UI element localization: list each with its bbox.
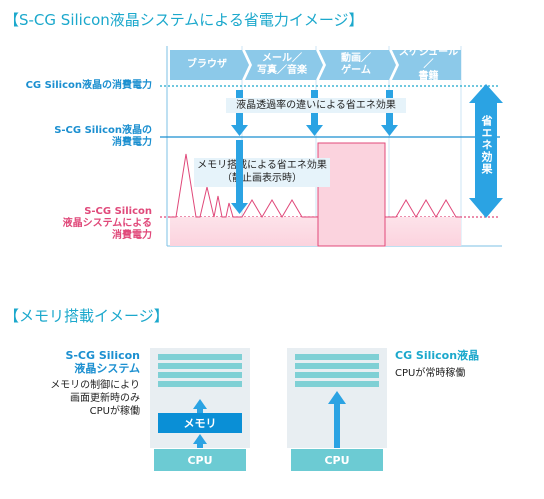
saving-arrow: [469, 84, 503, 218]
memory-block: メモリ: [158, 413, 242, 433]
label-scg-power: S-CG Silicon液晶の 消費電力: [54, 125, 152, 148]
category-browser: ブラウザ: [187, 59, 227, 70]
category-bg-mail: [245, 50, 323, 80]
right-title: CG Silicon液晶: [395, 349, 480, 362]
callout-memory-effect: メモリ搭載による省エネ効果 （静止画表示時）: [194, 158, 330, 187]
callout-lcd-effect: 液晶透過率の違いによる省エネ効果: [226, 98, 406, 113]
right-screen-panel: [287, 348, 387, 448]
category-schedule: スケジュール／ 書籍: [398, 47, 459, 82]
main-title: 【S-CG Silicon液晶システムによる省電力イメージ】: [4, 11, 364, 29]
right-cpu-block: CPU: [291, 449, 383, 471]
left-screen-panel: [150, 348, 250, 448]
category-mail: メール／ 写真／音楽: [257, 53, 307, 76]
label-cg-power: CG Silicon液晶の消費電力: [25, 80, 152, 91]
category-bg-schedule: [392, 50, 461, 80]
memory-left-text: S-CG Silicon 液晶システム メモリの制御により 画面更新時のみ CP…: [20, 349, 140, 418]
memory-title: 【メモリ搭載イメージ】: [4, 307, 169, 325]
system-power-area: [170, 217, 461, 246]
label-scg-system: S-CG Silicon 液晶システムによる 消費電力: [62, 206, 152, 241]
left-desc: メモリの制御により 画面更新時のみ CPUが稼働: [50, 380, 140, 417]
memory-right-text: CG Silicon液晶 CPUが常時稼働: [395, 349, 535, 380]
left-cpu-block: CPU: [154, 449, 246, 471]
category-bg-browser: [170, 50, 249, 80]
right-desc: CPUが常時稼働: [395, 368, 466, 379]
saving-label: 省エネ効果: [480, 115, 493, 175]
category-bg-video: [319, 50, 396, 80]
category-video: 動画／ ゲーム: [341, 53, 371, 76]
left-title: S-CG Silicon 液晶システム: [65, 349, 140, 375]
memory-arrow-overlay: [236, 156, 243, 190]
power-waveform: [170, 142, 461, 218]
